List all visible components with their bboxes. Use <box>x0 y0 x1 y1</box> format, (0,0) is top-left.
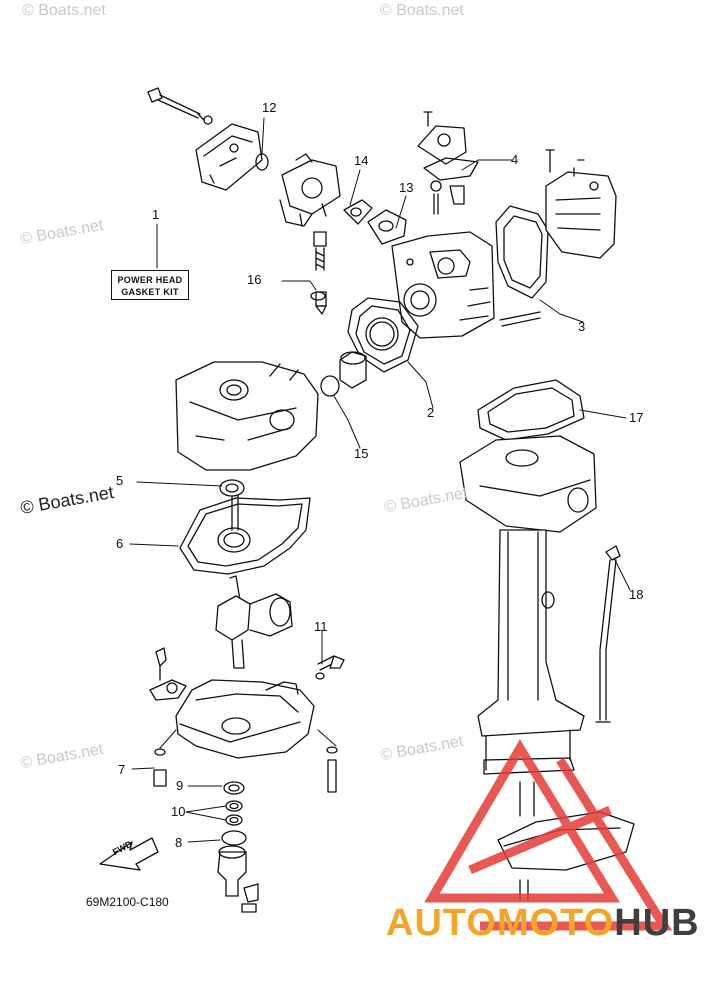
gasket-13 <box>367 209 407 245</box>
kit-label-line2: GASKET KIT <box>121 287 179 297</box>
callout-1: 1 <box>152 207 160 222</box>
brand-wordmark: AUTOMOTOHUB <box>386 902 700 945</box>
crankcase <box>175 679 315 759</box>
crankshaft <box>215 575 293 669</box>
bracket <box>149 647 187 701</box>
head-cover <box>545 149 617 259</box>
callout-16: 16 <box>247 272 262 287</box>
cylinder-head <box>391 231 541 339</box>
fwd-arrow <box>99 837 159 871</box>
gasket-17 <box>477 379 585 441</box>
oil-seal-9 <box>223 781 245 795</box>
oil-seal-5 <box>219 479 245 497</box>
bolt-11 <box>315 655 345 680</box>
callout-2: 2 <box>427 405 435 420</box>
o-ring-16 <box>310 291 326 301</box>
long-bolt <box>147 87 205 121</box>
brand-part2: HUB <box>614 902 700 944</box>
anode <box>339 351 367 389</box>
brand-logo-icon <box>424 739 673 931</box>
callout-5: 5 <box>116 473 124 488</box>
watermark: © Boats.net <box>380 2 464 19</box>
bearing-housing <box>217 845 259 913</box>
callout-4: 4 <box>511 152 519 167</box>
watermark: © Boats.net <box>22 2 106 19</box>
cylinder-block <box>175 361 319 471</box>
gasket-kit-label: POWER HEAD GASKET KIT <box>111 270 189 300</box>
callout-3: 3 <box>578 319 586 334</box>
callout-11: 11 <box>314 619 328 634</box>
brand-part1: AUTOMOTO <box>386 902 615 944</box>
callout-15: 15 <box>354 446 369 461</box>
o-ring-8 <box>221 830 247 846</box>
exhaust-guide <box>459 435 597 533</box>
callout-18: 18 <box>629 587 644 602</box>
callout-12: 12 <box>262 100 277 115</box>
callout-14: 14 <box>354 153 369 168</box>
leader-lines <box>129 117 631 843</box>
water-tube-18 <box>595 545 621 723</box>
thermostat-cover <box>417 111 479 215</box>
callout-13: 13 <box>399 180 414 195</box>
diagram-code: 69M2100-C180 <box>86 895 169 909</box>
carburetor-cover <box>195 115 263 191</box>
callout-17: 17 <box>629 410 644 425</box>
callout-7: 7 <box>118 762 126 777</box>
gasket-2 <box>347 297 419 373</box>
gasket-6 <box>179 495 311 575</box>
driveshaft-housing <box>477 529 585 775</box>
gasket-3 <box>495 205 549 299</box>
callout-9: 9 <box>176 778 184 793</box>
drain-screw <box>313 231 327 315</box>
callout-10: 10 <box>171 804 186 819</box>
o-ring-15 <box>320 375 340 397</box>
callout-8: 8 <box>175 835 183 850</box>
kit-label-line1: POWER HEAD <box>117 275 183 285</box>
carburetor <box>279 153 341 227</box>
gasket-14 <box>343 199 373 225</box>
callout-6: 6 <box>116 536 124 551</box>
